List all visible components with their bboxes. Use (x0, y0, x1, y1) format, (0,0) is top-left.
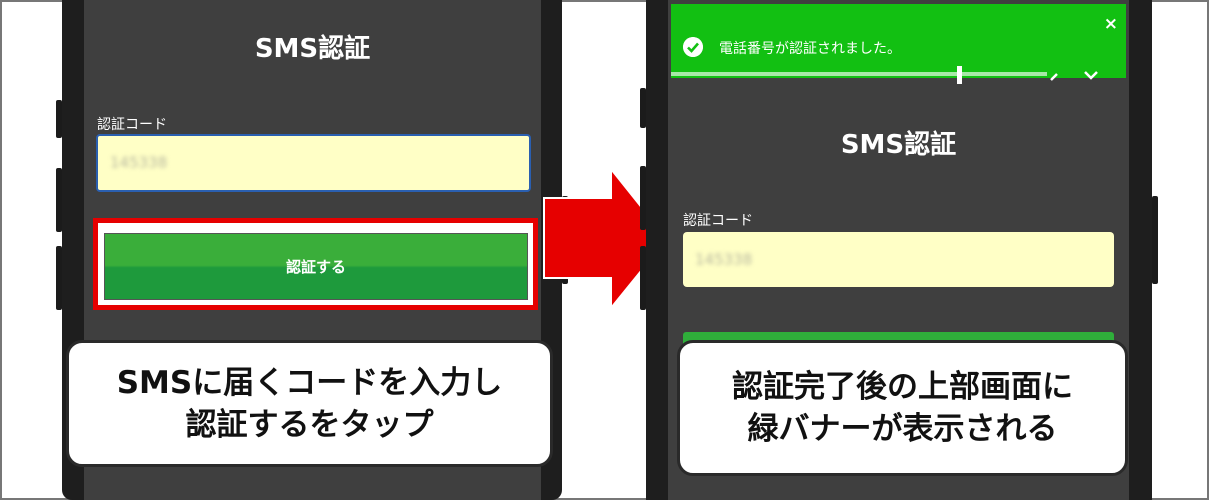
right-phone-side-button (640, 88, 646, 128)
right-phone-side-button (640, 166, 646, 230)
right-phone-side-button (640, 246, 646, 310)
caption-line: 認証完了後の上部画面に (732, 369, 1073, 405)
code-input[interactable]: 145338 (683, 232, 1114, 287)
toast-progress-bar (671, 72, 1047, 76)
check-circle-icon (683, 37, 703, 57)
page-title: SMS認証 (254, 34, 371, 64)
left-phone-side-button (56, 246, 62, 310)
caption-right: 認証完了後の上部画面に 緑バナーが表示される (677, 340, 1128, 476)
code-input-value: 145338 (110, 153, 168, 172)
right-phone-power-button (1152, 196, 1158, 284)
verify-button[interactable]: 認証する (104, 233, 528, 300)
code-input-value: 145338 (695, 250, 753, 268)
caption-line: 緑バナーが表示される (747, 411, 1058, 447)
toast-message: 電話番号が認証されました。 (719, 41, 901, 57)
code-input[interactable]: 145338 (96, 134, 531, 192)
caption-left: SMSに届くコードを入力し 認証するをタップ (66, 340, 553, 467)
caption-line: SMSに届くコードを入力し (116, 364, 503, 401)
close-icon[interactable]: × (1103, 14, 1118, 34)
chevron-icon (1050, 71, 1098, 81)
success-toast: 電話番号が認証されました。 × (671, 4, 1126, 84)
right-arrow-icon (543, 168, 669, 310)
left-phone-side-button (56, 168, 62, 232)
left-phone-side-button (56, 100, 62, 138)
toast-progress-handle (957, 66, 962, 84)
page-title: SMS認証 (840, 130, 957, 160)
code-field-label: 認証コード (683, 213, 753, 229)
caption-line: 認証するをタップ (185, 406, 434, 443)
code-field-label: 認証コード (97, 117, 167, 133)
